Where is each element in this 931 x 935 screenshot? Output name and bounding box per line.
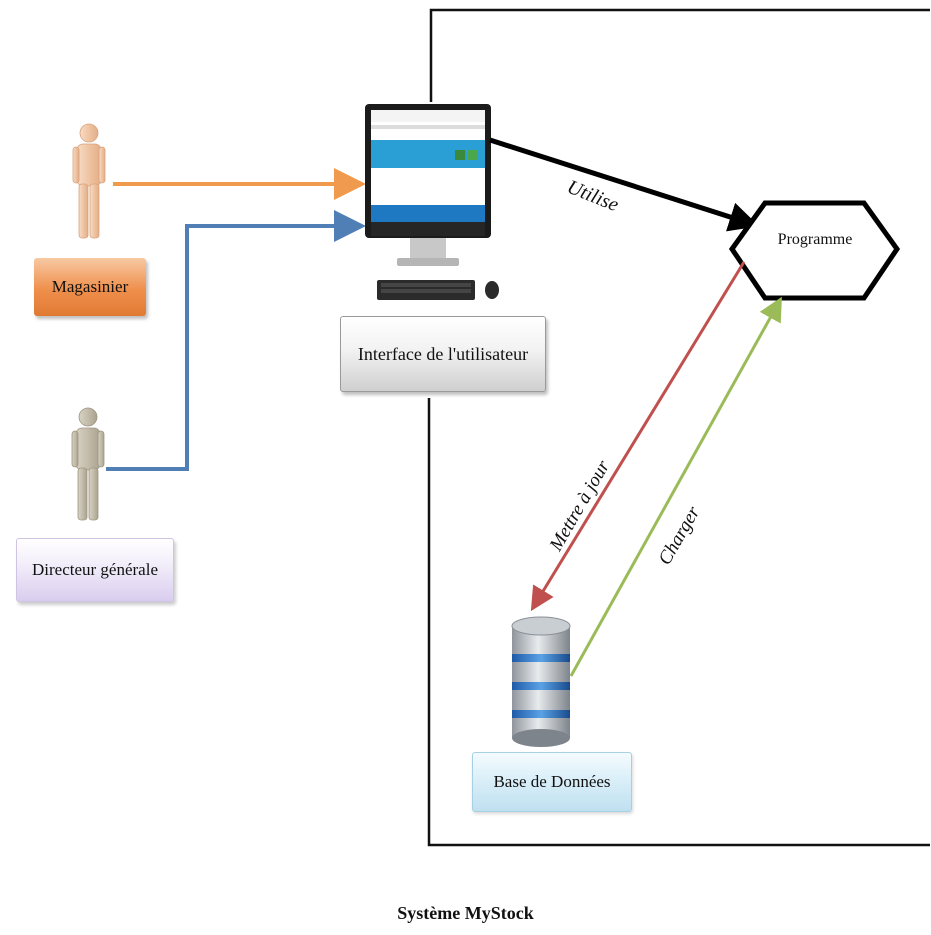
database-label: Base de Données bbox=[472, 752, 632, 812]
mettre-a-jour-arrow bbox=[530, 261, 746, 612]
directeur-label: Directeur générale bbox=[16, 538, 174, 602]
programme-hexagon bbox=[728, 200, 901, 301]
interface-label: Interface de l'utilisateur bbox=[340, 316, 546, 392]
directeur-arrow bbox=[106, 210, 366, 471]
utilise-arrow bbox=[489, 137, 760, 232]
magasinier-person-icon bbox=[72, 123, 106, 239]
magasinier-label: Magasinier bbox=[34, 258, 146, 316]
system-title: Système MyStock bbox=[397, 903, 534, 923]
charger-arrow bbox=[569, 296, 782, 677]
database-icon bbox=[511, 616, 571, 747]
system-boundary bbox=[427, 8, 930, 847]
desktop-computer-icon bbox=[365, 104, 499, 300]
directeur-person-icon bbox=[71, 407, 105, 521]
programme-label: Programme bbox=[777, 231, 853, 248]
